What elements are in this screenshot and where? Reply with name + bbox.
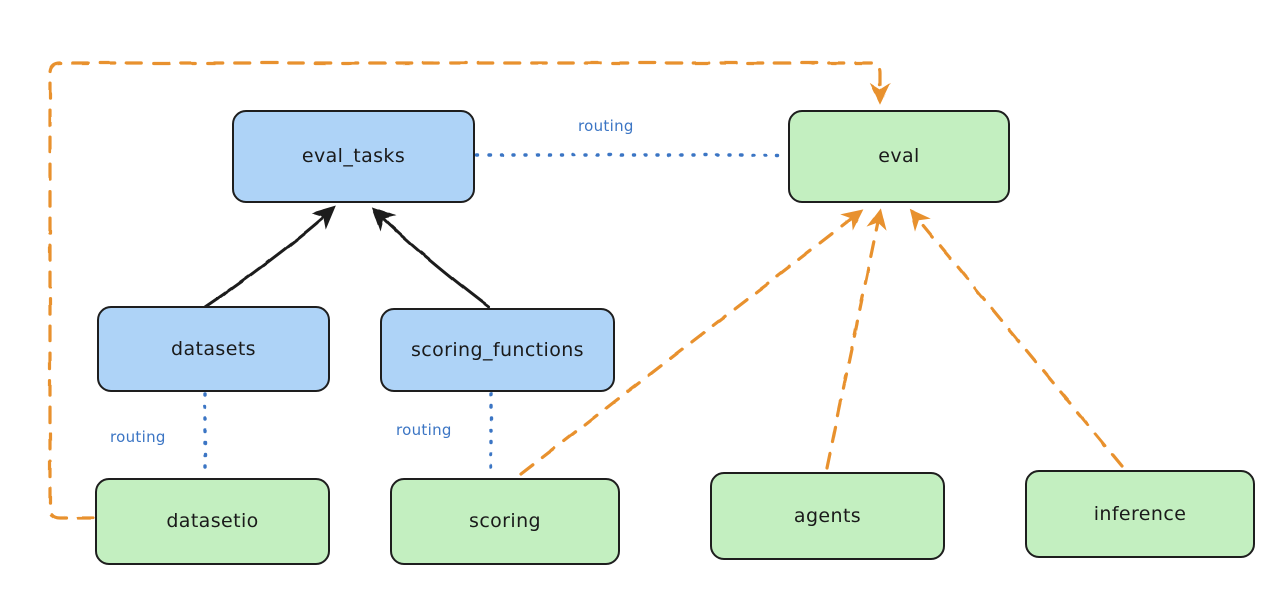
edge-scoring-functions-to-eval-tasks [371,206,491,309]
edge-agents-to-eval-dependency [825,207,887,470]
node-label: datasetio [166,510,259,532]
node-datasets[interactable]: datasets [97,306,330,392]
node-inference[interactable]: inference [1025,470,1255,558]
edge-scoring-to-eval-dependency [519,209,864,476]
node-datasetio[interactable]: datasetio [95,478,330,565]
node-eval-tasks[interactable]: eval_tasks [232,110,475,203]
edge-label-routing-scoring-functions-scoring: routing [396,421,452,439]
edge-label-routing-datasets-datasetio: routing [110,428,166,446]
edge-label-routing-eval-tasks-eval: routing [578,117,634,135]
node-label: scoring_functions [411,338,584,361]
node-label: scoring [469,510,541,532]
node-eval[interactable]: eval [788,110,1010,203]
edge-datasetio-to-eval-dependency [48,61,891,520]
node-scoring[interactable]: scoring [390,478,620,565]
node-label: inference [1093,502,1187,525]
edge-datasets-to-eval-tasks [203,206,337,309]
node-agents[interactable]: agents [710,472,945,560]
node-label: eval [878,145,920,167]
node-scoring-functions[interactable]: scoring_functions [380,308,615,392]
node-label: agents [793,504,862,527]
node-label: eval_tasks [301,145,406,167]
node-label: datasets [171,337,256,360]
edge-inference-to-eval-dependency [909,208,1124,468]
